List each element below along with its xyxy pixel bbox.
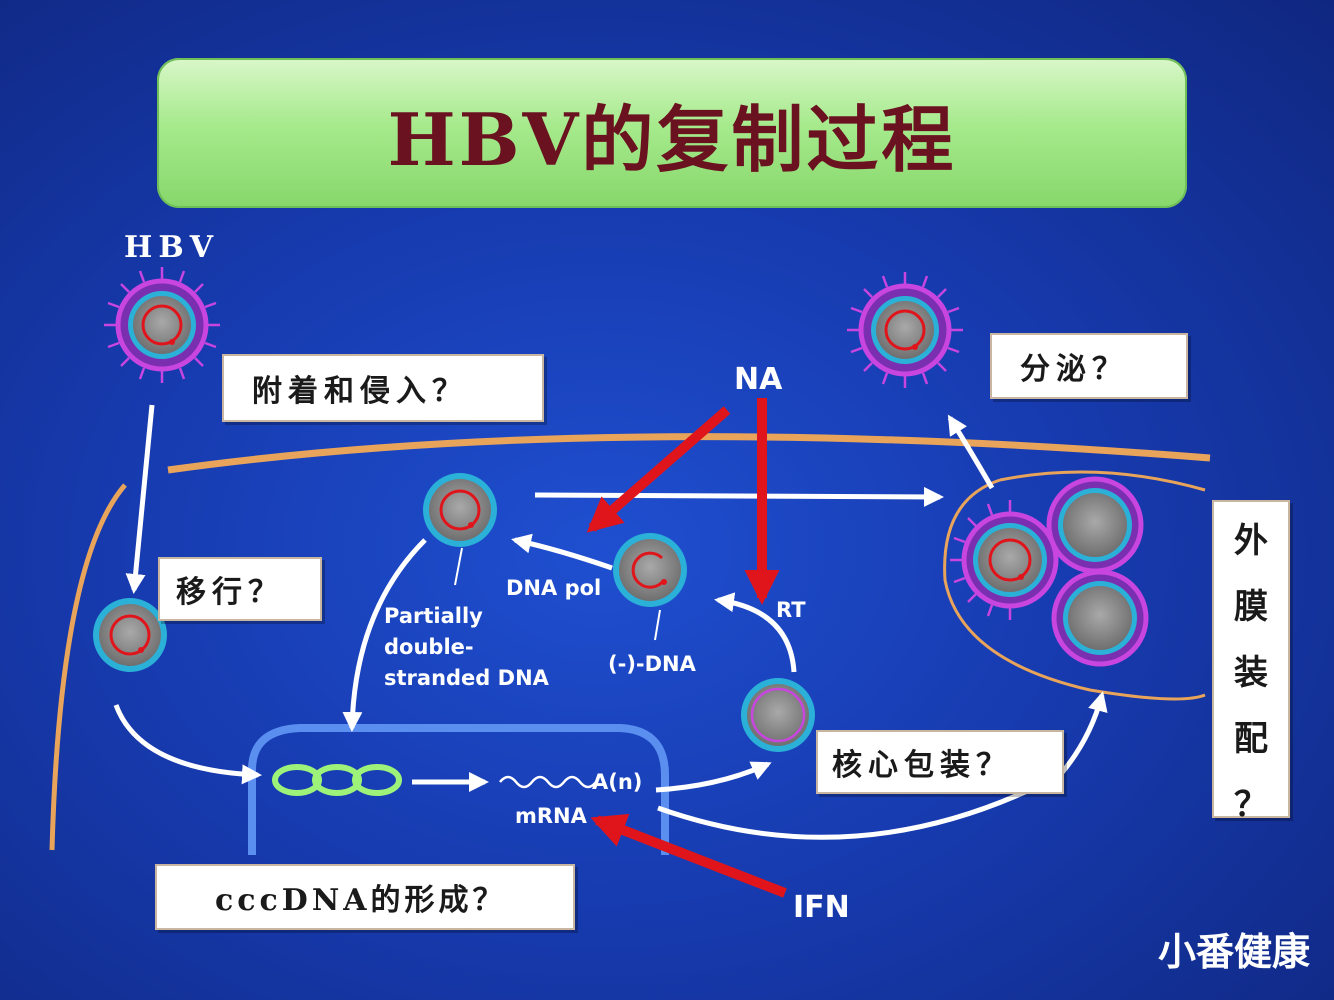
cell-membrane bbox=[167, 433, 1211, 474]
rcdna-core bbox=[423, 473, 497, 547]
minus-dna-label: (-)-DNA bbox=[608, 652, 696, 676]
mrna-label: mRNA bbox=[515, 804, 587, 828]
nuclear-membrane bbox=[248, 724, 669, 855]
envelope-char-3: 装 bbox=[1234, 653, 1268, 693]
envelope-char-1: 外 bbox=[1234, 521, 1268, 561]
envelope-question-box: 外 膜 装 配 ？ bbox=[1212, 500, 1290, 825]
envelope-char-2: 膜 bbox=[1234, 587, 1268, 627]
rt-label: RT bbox=[776, 598, 806, 622]
hbv-virion bbox=[104, 267, 220, 383]
er-vesicle bbox=[943, 478, 1206, 701]
mrna-wave bbox=[499, 775, 597, 789]
cell-membrane-left bbox=[49, 483, 127, 851]
secreted-virion bbox=[847, 272, 963, 388]
na-label: NA bbox=[734, 362, 783, 397]
pgrna-core bbox=[741, 678, 815, 752]
migrate-question-box: 移行？ bbox=[158, 557, 322, 621]
flow-arrows bbox=[113, 404, 1108, 840]
cccdna-rings bbox=[272, 764, 402, 796]
page-title: HBV的复制过程 bbox=[387, 96, 957, 182]
partially-line2: double- bbox=[384, 635, 474, 659]
partially-line1: Partially bbox=[384, 604, 483, 628]
hbv-label: HBV bbox=[124, 230, 219, 265]
envelope-assembly-cluster bbox=[950, 476, 1149, 667]
rcdna-pointer bbox=[454, 547, 463, 586]
poly-a-label: A(n) bbox=[592, 770, 643, 794]
ifn-label: IFN bbox=[793, 890, 850, 925]
minus-dna-pointer bbox=[654, 609, 661, 641]
er-vesicle-top bbox=[999, 470, 1206, 492]
dna-pol-label: DNA pol bbox=[506, 576, 602, 600]
envelope-char-4: 配 bbox=[1234, 719, 1268, 759]
attach-question-box: 附着和侵入？ bbox=[222, 354, 544, 422]
cccdna-question-text: cccDNA的形成？ bbox=[215, 883, 507, 918]
migrate-question-text: 移行？ bbox=[176, 575, 284, 610]
envelope-char-5: ？ bbox=[1234, 785, 1268, 825]
attach-question-text: 附着和侵入？ bbox=[252, 374, 468, 409]
partially-ds-dna-label: Partially double- stranded DNA bbox=[384, 601, 549, 694]
minus-dna-core bbox=[613, 533, 687, 607]
cccdna-question-box: cccDNA的形成？ bbox=[155, 864, 575, 930]
core-pack-question-text: 核心包装？ bbox=[832, 748, 1012, 783]
secrete-question-box: 分泌？ bbox=[990, 333, 1188, 399]
watermark: 小番健康 bbox=[1157, 930, 1310, 974]
partially-line3: stranded DNA bbox=[384, 666, 549, 690]
migrating-core bbox=[93, 598, 167, 672]
inhibitor-arrows bbox=[586, 398, 787, 898]
secrete-question-text: 分泌？ bbox=[1020, 352, 1128, 387]
core-pack-question-box: 核心包装？ bbox=[816, 730, 1064, 794]
title-banner: HBV的复制过程 bbox=[157, 58, 1187, 208]
